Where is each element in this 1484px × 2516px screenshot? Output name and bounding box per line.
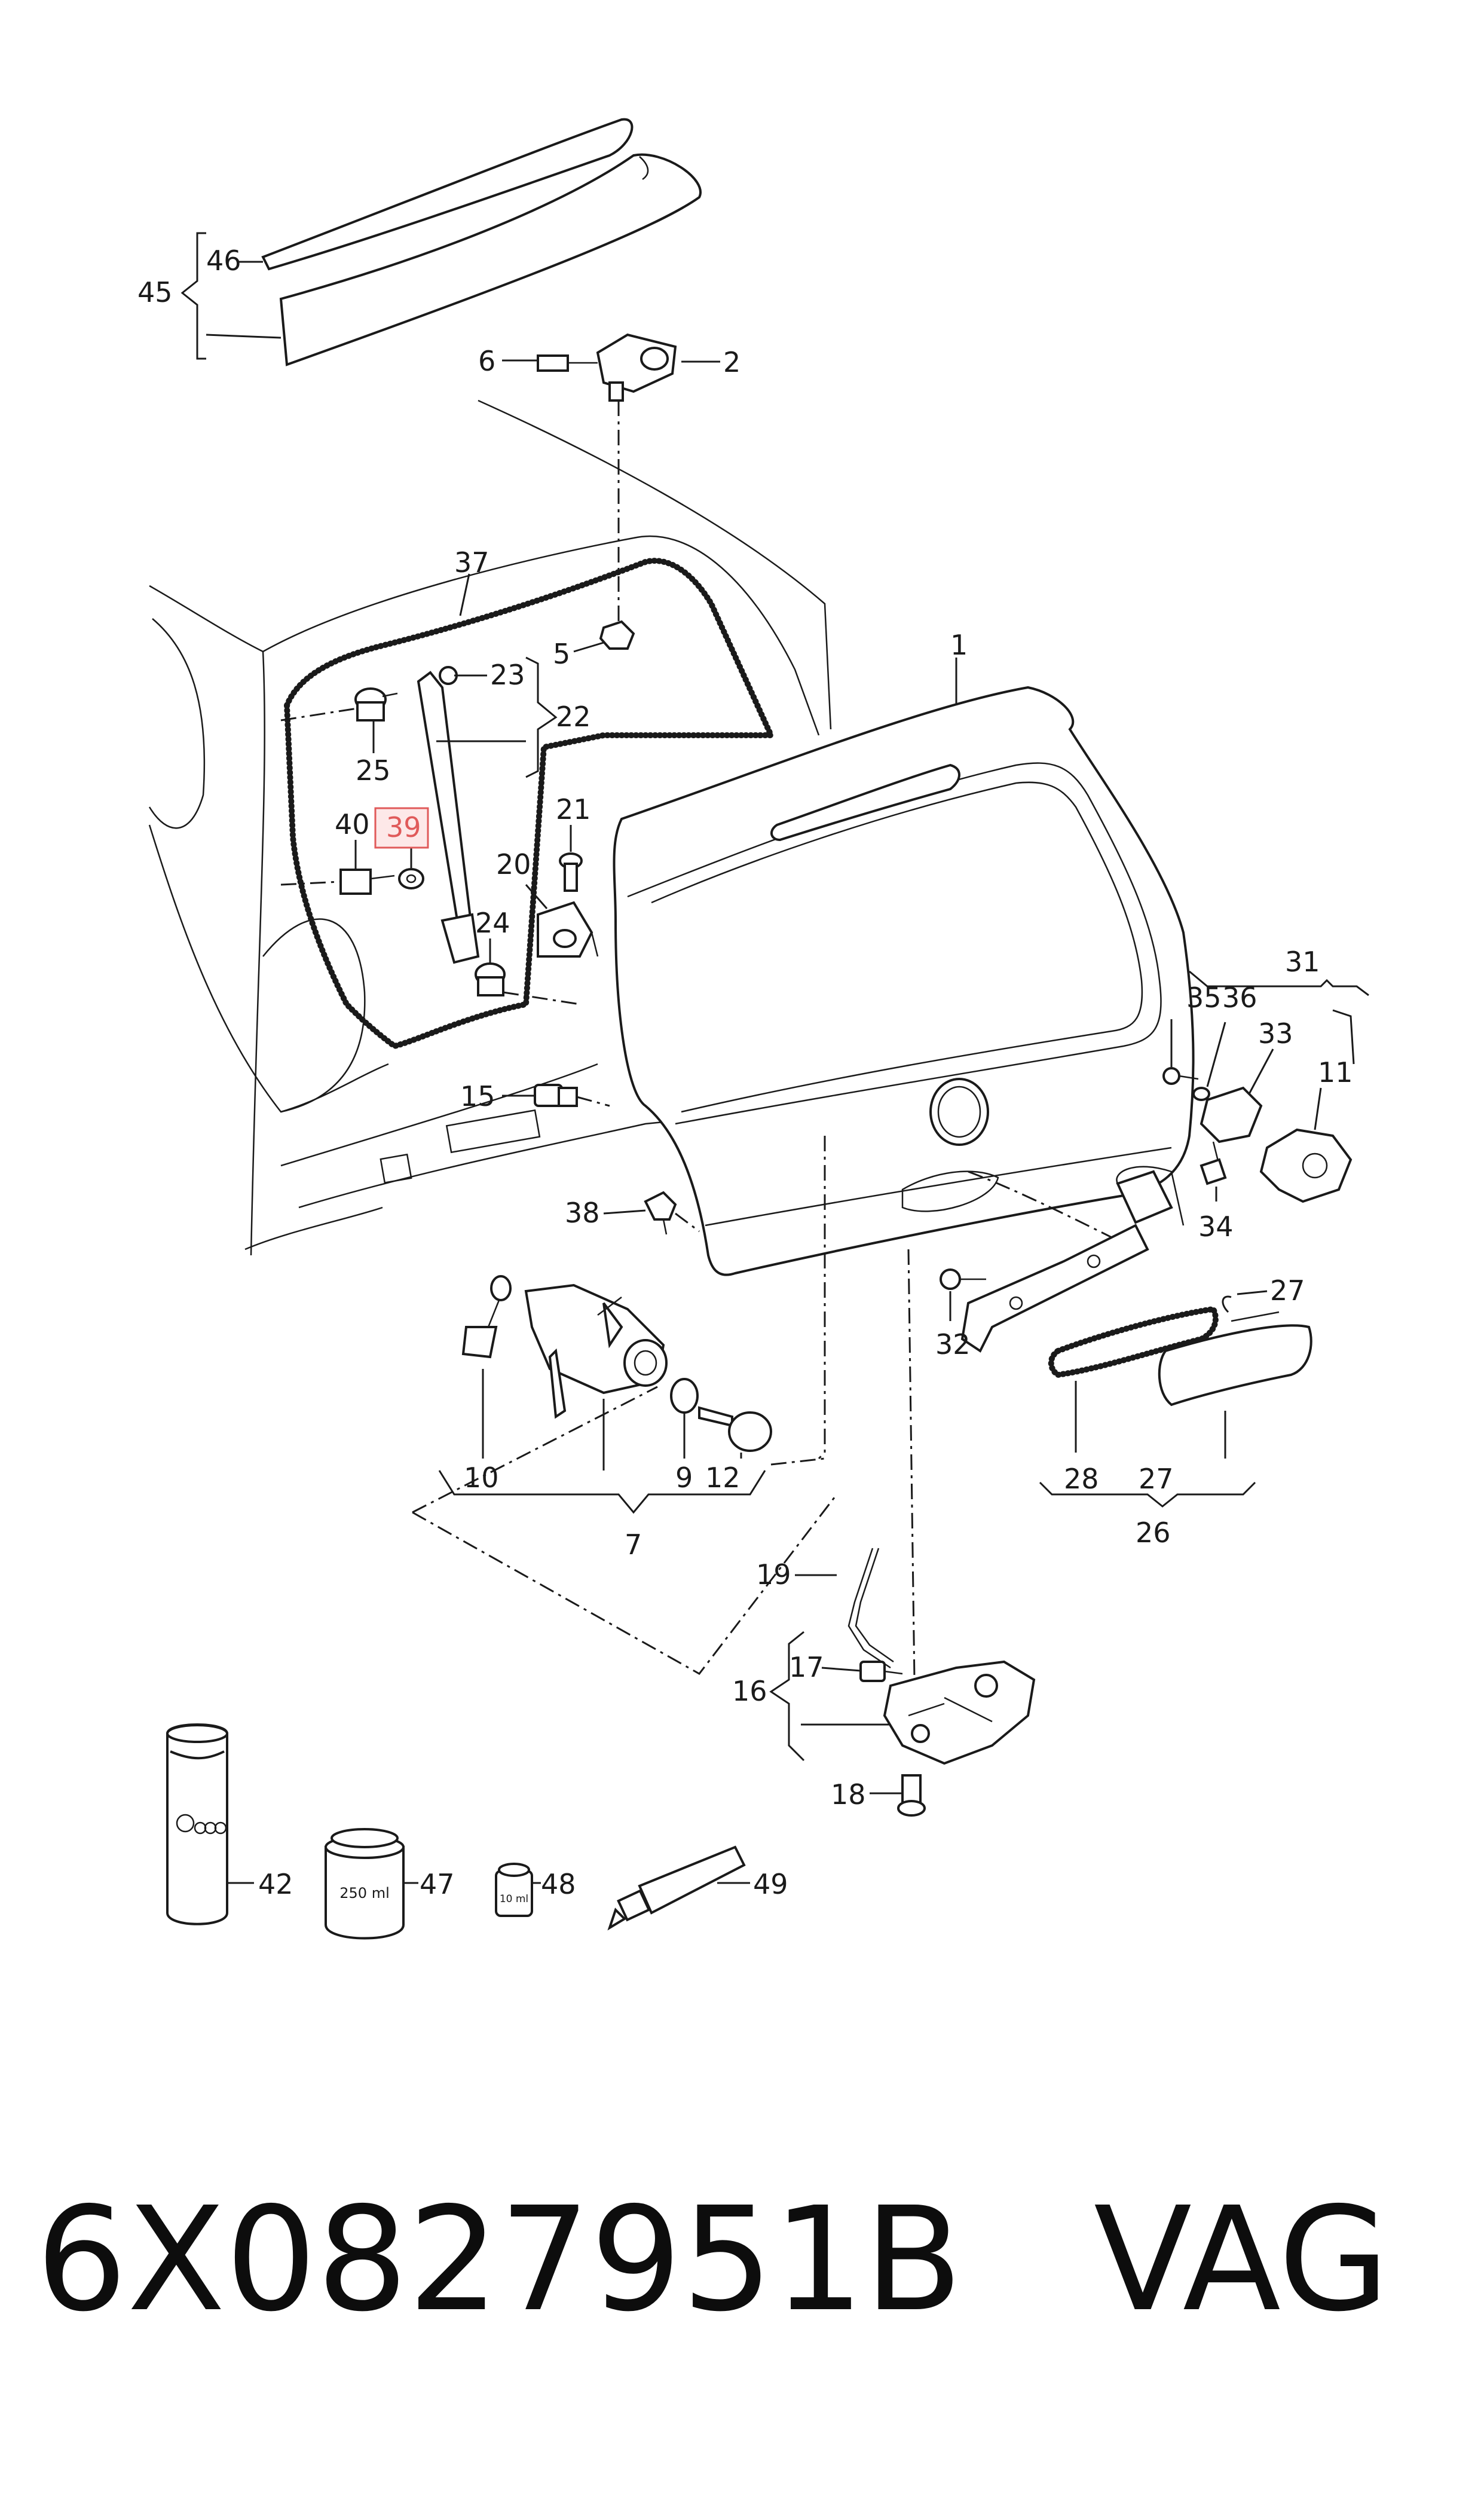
callout-20: 20 [496, 848, 531, 881]
aerosol-can-42 [166, 1723, 228, 1925]
callout-40: 40 [335, 808, 370, 840]
rear-spoiler [261, 118, 702, 366]
tube-49 [607, 1845, 746, 1931]
ball-stud-24 [475, 962, 506, 996]
callout-21: 21 [556, 793, 591, 826]
callout-1: 1 [950, 629, 968, 661]
callout-25: 25 [356, 754, 391, 787]
callout-23: 23 [490, 659, 525, 691]
callout-9: 9 [675, 1462, 693, 1494]
handle-27 [1158, 1311, 1312, 1407]
stud-40 [339, 869, 395, 895]
callout-24: 24 [475, 907, 510, 939]
highlight-box-39 [374, 807, 429, 849]
callout-45: 45 [137, 276, 173, 308]
jar-47: 250 ml [325, 1828, 405, 1940]
callout-42: 42 [258, 1868, 293, 1900]
bracket-45 [180, 232, 206, 360]
screw-21 [559, 852, 583, 892]
callout-37: 37 [454, 546, 489, 579]
lock-mechanism-16 [883, 1660, 1036, 1765]
callout-6: 6 [478, 345, 495, 377]
key-12 [698, 1406, 772, 1452]
stop-buffer-15 [534, 1084, 578, 1107]
washer-36 [1192, 1087, 1210, 1101]
callout-38: 38 [565, 1197, 600, 1229]
part-number: 6X0827951B [36, 2176, 963, 2343]
callout-48: 48 [541, 1868, 576, 1900]
seal-37 [283, 558, 776, 1050]
bracket-20 [537, 901, 599, 958]
actuator-33 [1200, 1086, 1263, 1166]
clip-38 [644, 1191, 677, 1235]
gas-strut [417, 666, 480, 964]
vw-logo-icon [176, 1814, 195, 1833]
lock-cylinder [524, 1283, 668, 1419]
callout-49: 49 [753, 1868, 788, 1900]
callout-34: 34 [1198, 1210, 1234, 1243]
callout-5: 5 [553, 638, 570, 670]
callout-27a: 27 [1270, 1274, 1305, 1307]
callout-16: 16 [732, 1675, 767, 1707]
callout-2: 2 [723, 346, 741, 378]
callout-28: 28 [1064, 1463, 1099, 1495]
callout-33: 33 [1258, 1017, 1293, 1050]
callout-11: 11 [1318, 1056, 1353, 1089]
tailgate-1 [613, 686, 1195, 1276]
callout-35: 35 [1186, 982, 1222, 1014]
callout-18: 18 [831, 1778, 866, 1811]
washer-39 [398, 868, 424, 889]
callout-22: 22 [556, 701, 591, 733]
exploded-view-drawing: 46 45 2 6 37 5 23 [137, 118, 1369, 1940]
callout-12: 12 [705, 1462, 741, 1494]
vial-volume-label: 10 ml [500, 1893, 528, 1905]
callout-19: 19 [756, 1558, 791, 1591]
ball-stud-25 [354, 687, 398, 722]
callout-10: 10 [464, 1462, 499, 1494]
callout-15: 15 [460, 1080, 495, 1112]
rod-19 [847, 1548, 894, 1669]
seal-28 [1048, 1306, 1219, 1378]
hinge-part [537, 333, 677, 402]
switch-17 [859, 1661, 903, 1682]
callout-32: 32 [935, 1328, 971, 1361]
nut-5 [599, 620, 635, 650]
brand-name: VAG [1094, 2176, 1390, 2343]
callout-31: 31 [1285, 946, 1320, 978]
callout-17: 17 [789, 1651, 824, 1683]
clip-34 [1200, 1158, 1227, 1185]
bolt-32 [940, 1268, 986, 1290]
vehicle-body [148, 399, 832, 1256]
callout-39: 39 [386, 811, 421, 843]
callout-47: 47 [420, 1868, 455, 1900]
callout-27b: 27 [1139, 1463, 1174, 1495]
callout-7: 7 [625, 1528, 642, 1561]
vial-48: 10 ml [495, 1863, 533, 1917]
tool-10 [461, 1275, 512, 1359]
screw-35 [1162, 1067, 1199, 1085]
sensor-11 [1259, 1128, 1353, 1203]
bolt-18 [897, 1774, 926, 1817]
o-ring-9 [670, 1378, 699, 1414]
handle-bracket [960, 1170, 1173, 1353]
callout-36: 36 [1222, 982, 1257, 1014]
jar-volume-label: 250 ml [339, 1885, 389, 1901]
callout-46: 46 [206, 244, 241, 277]
callout-26: 26 [1136, 1517, 1171, 1549]
